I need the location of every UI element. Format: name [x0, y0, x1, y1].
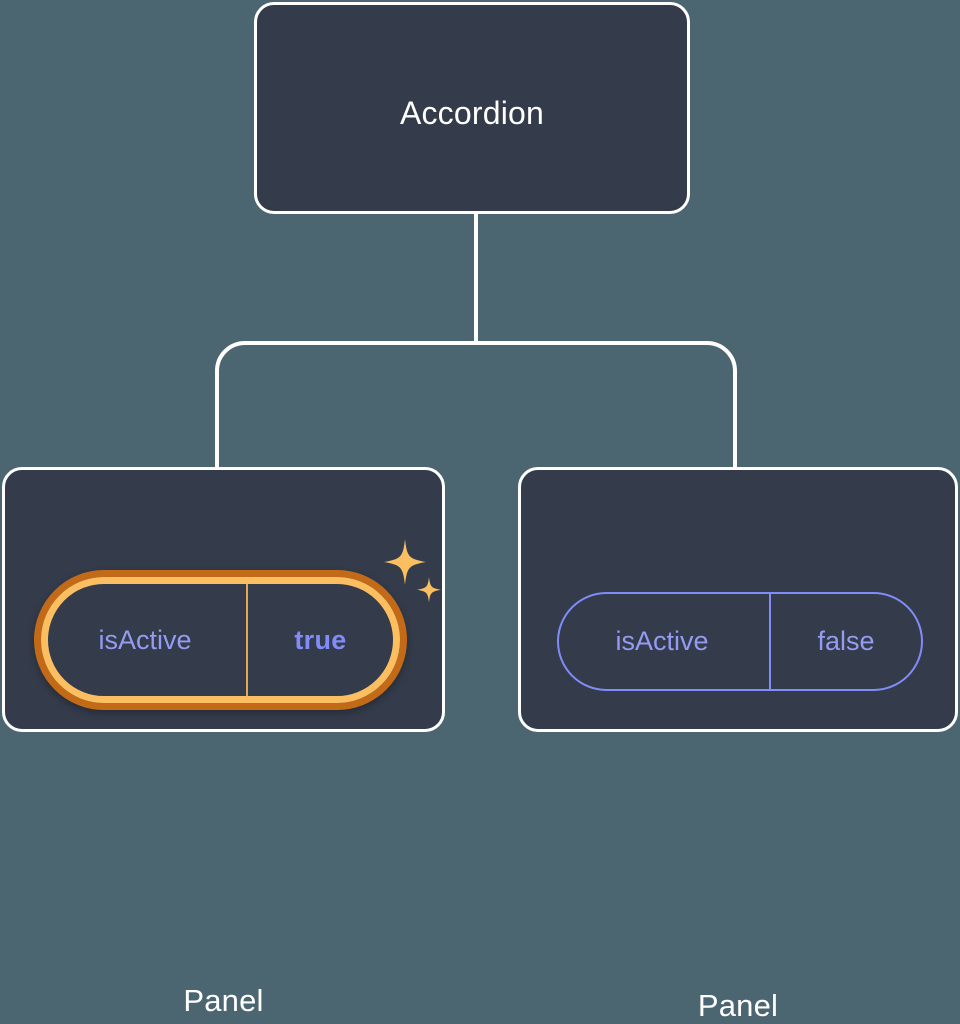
prop-key-isactive-right: isActive — [559, 594, 771, 689]
prop-pill-highlighted[interactable]: isActive true — [34, 570, 407, 710]
node-panel-left-title: Panel — [183, 983, 264, 1018]
prop-pill-plain[interactable]: isActive false — [557, 592, 923, 691]
prop-key-isactive-left: isActive — [48, 584, 248, 696]
node-accordion-title: Accordion — [399, 95, 545, 131]
prop-pill-inner-ring — [41, 577, 400, 703]
node-accordion[interactable]: Accordion — [254, 2, 690, 214]
prop-pill-outer-ring — [34, 570, 407, 710]
node-panel-right-title: Panel — [697, 988, 779, 1023]
prop-pill-left-content: isActive true — [48, 584, 393, 696]
connector-branch-left — [215, 341, 476, 469]
prop-value-false: false — [817, 626, 875, 656]
connector-branch-right — [476, 341, 737, 469]
prop-value-true: true — [294, 624, 347, 655]
